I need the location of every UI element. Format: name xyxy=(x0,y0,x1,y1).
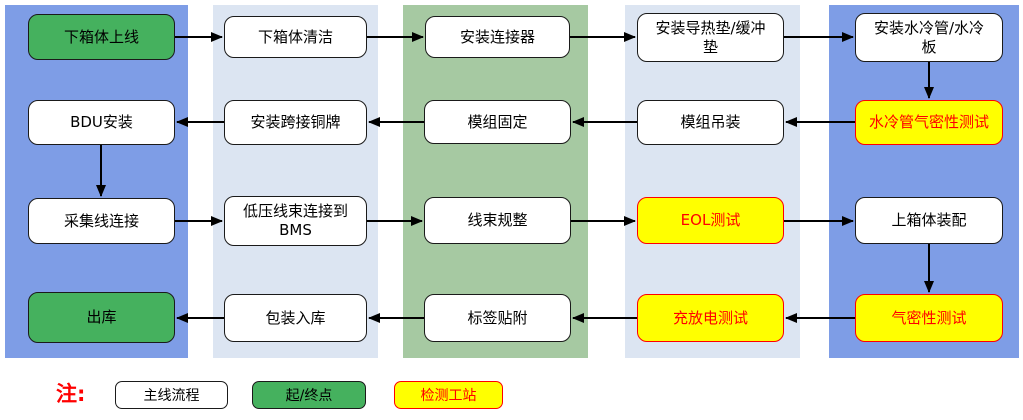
legend-main-process: 主线流程 xyxy=(115,381,228,409)
step-install-jumper-busbar: 安装跨接铜牌 xyxy=(224,100,367,145)
legend-note-label: 注: xyxy=(56,382,86,406)
step-airtight-test: 气密性测试 xyxy=(855,294,1003,342)
step-upper-box-assembly: 上箱体装配 xyxy=(855,197,1003,244)
step-sampling-harness-connect: 采集线连接 xyxy=(28,198,175,244)
step-install-cooling-pipe: 安装水冷管/水冷 板 xyxy=(855,13,1003,62)
step-packing-warehousing: 包装入库 xyxy=(224,294,367,342)
step-module-fixing: 模组固定 xyxy=(424,100,571,144)
step-lower-box-online: 下箱体上线 xyxy=(28,14,175,60)
step-bdu-install: BDU安装 xyxy=(28,100,175,145)
step-module-hoisting: 模组吊装 xyxy=(637,100,784,145)
step-install-connector: 安装连接器 xyxy=(425,16,570,58)
step-eol-test: EOL测试 xyxy=(637,197,784,244)
step-lower-box-cleaning: 下箱体清洁 xyxy=(224,16,367,58)
step-charge-discharge-test: 充放电测试 xyxy=(637,294,784,342)
legend-test-station: 检测工站 xyxy=(394,381,503,409)
step-harness-arrangement: 线束规整 xyxy=(424,197,571,244)
step-lv-harness-to-bms: 低压线束连接到 BMS xyxy=(224,196,367,246)
step-install-thermal-pad: 安装导热垫/缓冲 垫 xyxy=(637,13,784,62)
step-cooling-pipe-airtight-test: 水冷管气密性测试 xyxy=(855,100,1003,145)
step-label-attach: 标签贴附 xyxy=(424,294,571,342)
legend-start-end: 起/终点 xyxy=(252,381,366,409)
step-outbound: 出库 xyxy=(28,292,175,343)
